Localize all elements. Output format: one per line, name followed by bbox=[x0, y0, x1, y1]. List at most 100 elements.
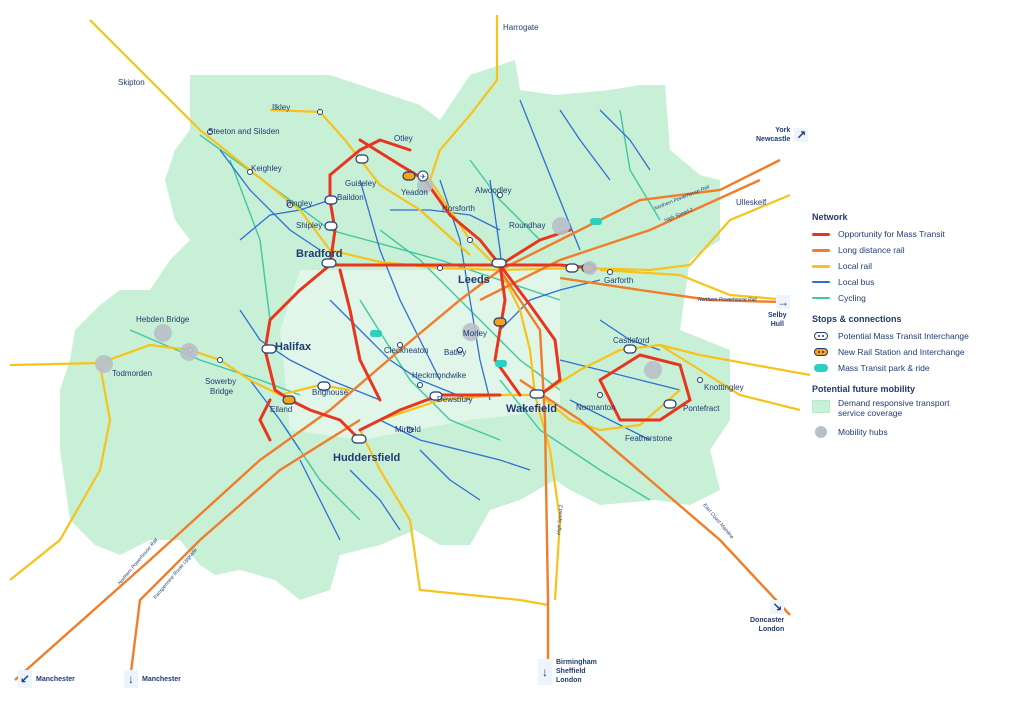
cycle-route bbox=[619, 109, 661, 221]
station-dot bbox=[287, 202, 293, 208]
label-skipton: Skipton bbox=[118, 78, 145, 87]
map-legend: Network Opportunity for Mass Transit Lon… bbox=[812, 212, 1017, 448]
rail-label-transpennine: Transpennine Route Upgrade bbox=[152, 547, 199, 601]
label-heckmondwike: Heckmondwike bbox=[412, 371, 467, 380]
legend-mobility-title: Potential future mobility bbox=[812, 384, 916, 394]
npr-west bbox=[14, 269, 501, 681]
interchange-huddersfield bbox=[351, 434, 367, 444]
hub-garforth bbox=[583, 261, 597, 275]
mt-airport-leeds bbox=[358, 138, 502, 267]
bus-route bbox=[569, 399, 651, 441]
legend-interchange-label: Potential Mass Transit Interchange bbox=[838, 331, 969, 341]
hub-mytholmroyd bbox=[180, 343, 198, 361]
label-castleford: Castleford bbox=[613, 336, 649, 345]
label-wakefield: Wakefield bbox=[506, 403, 557, 415]
interchange-otley bbox=[355, 154, 369, 164]
legend-drt-line1: Demand responsive transport bbox=[838, 398, 950, 408]
station-dot bbox=[607, 269, 613, 275]
park-ride-north bbox=[590, 218, 602, 225]
label-halifax: Halifax bbox=[275, 341, 312, 353]
mt-leeds-wakefield bbox=[493, 263, 522, 397]
rail-pontefract-loop bbox=[539, 389, 681, 432]
label-alwoodley: Alwoodley bbox=[475, 186, 511, 195]
interchange-castleford bbox=[623, 344, 637, 354]
label-featherstone: Featherstone bbox=[625, 434, 673, 443]
local-rail-line-icon bbox=[812, 264, 830, 268]
station-dot bbox=[437, 265, 443, 271]
legend-item-cycling: Cycling bbox=[812, 290, 1017, 306]
interchange-icon bbox=[814, 332, 828, 340]
station-dot bbox=[497, 192, 503, 198]
dest-selby-line2: Hull bbox=[770, 321, 784, 328]
dest-manchester-b-label: Manchester bbox=[142, 675, 181, 683]
label-ulleskelf: Ulleskelf bbox=[736, 198, 767, 207]
park-ride-icon bbox=[814, 364, 828, 372]
station-dot bbox=[407, 427, 413, 433]
legend-park-ride-label: Mass Transit park & ride bbox=[838, 363, 930, 373]
legend-hubs-label: Mobility hubs bbox=[838, 427, 888, 437]
interchange-brighouse bbox=[317, 381, 331, 391]
bus-route bbox=[419, 449, 481, 501]
interchange-bradford bbox=[321, 258, 337, 268]
dest-york-line1: York bbox=[775, 127, 791, 134]
arrow-east-icon: → bbox=[776, 295, 790, 309]
arrow-south-icon: ↓ bbox=[538, 658, 552, 685]
bus-route bbox=[219, 149, 321, 251]
destination-birmingham: ↓ Birmingham Sheffield London bbox=[538, 658, 597, 685]
new-station-morley bbox=[493, 317, 507, 327]
dest-birmingham-line2: Sheffield bbox=[556, 668, 586, 675]
interchange-wakefield bbox=[529, 389, 545, 399]
mt-castleford-loop bbox=[598, 353, 692, 422]
mt-leeds-wakefield-b bbox=[498, 263, 562, 397]
svg-text:✈: ✈ bbox=[420, 174, 426, 181]
east-coast-mainline bbox=[519, 379, 791, 616]
label-guiseley: Guiseley bbox=[345, 179, 376, 188]
hub-todmorden bbox=[95, 355, 113, 373]
legend-network-title: Network bbox=[812, 212, 848, 222]
arrow-northeast-icon: ↗ bbox=[794, 128, 809, 142]
legend-item-hubs: Mobility hubs bbox=[812, 424, 1017, 440]
legend-item-new-station: New Rail Station and Interchange bbox=[812, 344, 1017, 360]
label-yeadon: Yeadon bbox=[401, 188, 428, 197]
mobility-hubs bbox=[95, 177, 662, 379]
interchange-guiseley bbox=[324, 195, 338, 205]
station-dot bbox=[467, 237, 473, 243]
rail-wakefield-castleford bbox=[539, 343, 811, 396]
legend-local-rail-label: Local rail bbox=[838, 261, 873, 271]
destination-york: York Newcastle ↗ bbox=[756, 126, 809, 144]
legend-stops: Stops & connections Potential Mass Trans… bbox=[812, 314, 1017, 376]
bus-route bbox=[379, 419, 531, 471]
airport-icon: ✈ bbox=[417, 170, 429, 182]
label-batley: Batley bbox=[444, 348, 466, 357]
legend-network: Network Opportunity for Mass Transit Lon… bbox=[812, 212, 1017, 306]
bus-route bbox=[359, 179, 441, 381]
selby-hull-link bbox=[559, 276, 781, 304]
mt-halifax-huddersfield bbox=[288, 398, 362, 442]
rail-label-npr-east2: Northern Powerhouse Rail bbox=[698, 297, 758, 303]
cycle-route bbox=[469, 159, 541, 241]
mt-bradford-halifax bbox=[263, 263, 332, 402]
label-mirfield: Mirfield bbox=[395, 425, 421, 434]
label-baildon: Baildon bbox=[337, 193, 364, 202]
park-ride-west bbox=[370, 330, 382, 337]
legend-item-mass-transit: Opportunity for Mass Transit bbox=[812, 226, 1017, 242]
hub-roundhay bbox=[552, 217, 570, 235]
mass-transit-line-icon bbox=[812, 232, 830, 236]
long-distance-line-icon bbox=[812, 248, 830, 252]
cycle-route bbox=[499, 379, 651, 501]
destination-selby: → Selby Hull bbox=[768, 295, 790, 329]
station-dot bbox=[397, 342, 403, 348]
mt-bradford-dewsbury bbox=[338, 268, 382, 402]
destination-manchester-a: ↙ Manchester bbox=[18, 670, 75, 688]
label-morley: Morley bbox=[463, 329, 487, 338]
destination-doncaster: ↘ Doncaster London bbox=[750, 600, 785, 634]
interchange-dewsbury bbox=[429, 391, 443, 401]
mobility-hub-icon bbox=[815, 426, 827, 438]
label-brighouse: Brighouse bbox=[312, 388, 349, 397]
label-ilkley: Ilkley bbox=[272, 103, 290, 112]
bus-route bbox=[439, 179, 491, 401]
station-dot bbox=[247, 169, 253, 175]
label-normanton: Normanton bbox=[576, 403, 616, 412]
bus-route bbox=[239, 199, 331, 241]
label-keighley: Keighley bbox=[251, 164, 282, 173]
